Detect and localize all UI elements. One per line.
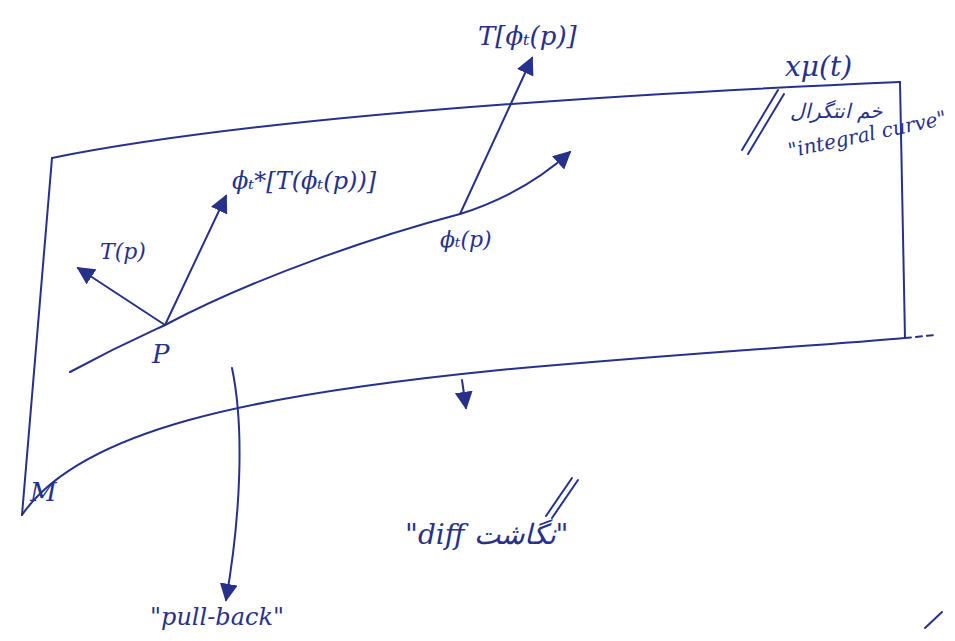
curve-symbol: xμ(t) [785, 52, 852, 83]
tangent-vector [78, 268, 165, 325]
diff-tick [552, 480, 578, 518]
pull-back-leader [226, 368, 240, 600]
vector-label: ϕₜ*[T(ϕₜ(p))] [232, 168, 376, 194]
persian-note: خم انتگرال [790, 100, 882, 122]
map-note: "diff نگاشت" [405, 520, 568, 551]
corner-tick [925, 612, 942, 628]
vector-label: T(p) [100, 240, 146, 264]
integral-curve [70, 152, 570, 372]
manifold-label: M [30, 478, 57, 507]
curve-leader [742, 90, 778, 150]
curve-leader [748, 94, 784, 154]
sheet-dash [905, 335, 935, 338]
diff-leader [462, 380, 466, 408]
pullback-note: "pull-back" [150, 604, 284, 630]
sheet-bottom-edge [22, 338, 905, 515]
point-label: ϕₜ(p) [440, 228, 492, 252]
pulled-back-vector [165, 196, 226, 325]
vector-label: T[ϕₜ(p)] [478, 22, 577, 51]
pushed-vector [460, 58, 532, 214]
sheet-top-edge [52, 82, 900, 158]
point-label: P [152, 340, 170, 369]
diff-tick [546, 478, 572, 516]
sheet-left-edge [22, 158, 52, 515]
